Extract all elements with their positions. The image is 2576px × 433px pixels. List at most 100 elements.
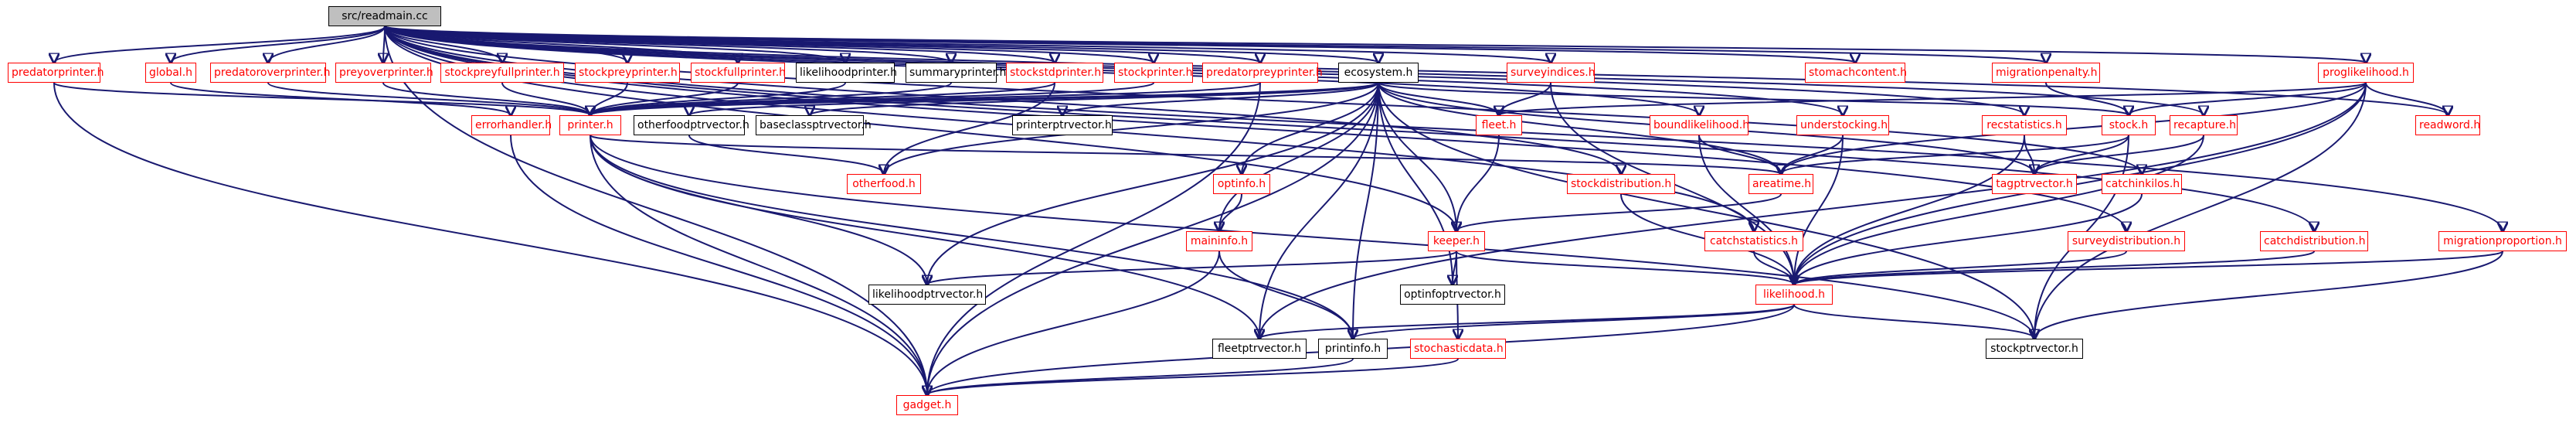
- node-stockpreyfullprinter[interactable]: stockpreyfullprinter.h: [440, 63, 564, 83]
- edge-ecosystem-printinfo: [1353, 82, 1379, 339]
- edge-migrationproportion-stockptrvector: [2034, 251, 2503, 339]
- node-global[interactable]: global.h: [145, 63, 196, 83]
- node-recapture[interactable]: recapture.h: [2170, 115, 2238, 135]
- node-stock[interactable]: stock.h: [2102, 115, 2156, 135]
- edge-proglikelihood-fleet: [1499, 82, 2367, 115]
- edge-surveyindices-fleet: [1499, 82, 1551, 115]
- edge-summaryprinter-printer: [590, 82, 952, 115]
- edge-readmain-proglikelihood: [384, 26, 2366, 63]
- edge-readmain-predatorprinter: [54, 26, 386, 63]
- edge-maininfo-printinfo: [1218, 251, 1353, 339]
- edge-readmain-global: [171, 26, 386, 63]
- edge-ecosystem-likelihoodptrvector: [927, 82, 1379, 285]
- node-optinfo[interactable]: optinfo.h: [1213, 174, 1270, 194]
- edge-readmain-stockdistribution: [384, 26, 1621, 174]
- node-stockstdprinter[interactable]: stockstdprinter.h: [1006, 63, 1103, 83]
- node-stockfullprinter[interactable]: stockfullprinter.h: [691, 63, 786, 83]
- edge-readmain-stockpreyfullprinter: [384, 26, 502, 63]
- node-stomachcontent[interactable]: stomachcontent.h: [1805, 63, 1907, 83]
- edge-ecosystem-fleet: [1378, 82, 1499, 115]
- node-readmain[interactable]: src/readmain.cc: [328, 6, 441, 26]
- edge-proglikelihood-likelihood: [1794, 82, 2367, 285]
- node-tagptrvector[interactable]: tagptrvector.h: [1992, 174, 2077, 194]
- node-printinfo[interactable]: printinfo.h: [1318, 339, 1388, 359]
- edge-ecosystem-optinfo: [1242, 82, 1379, 174]
- edge-readmain-stockpreyprinter: [384, 26, 627, 63]
- edge-likelihood-stockptrvector: [1793, 304, 2034, 339]
- edge-ecosystem-maininfo: [1219, 82, 1379, 231]
- node-errorhandler[interactable]: errorhandler.h: [471, 115, 552, 135]
- edge-stockfullprinter-printer: [590, 82, 739, 115]
- edge-readmain-ecosystem: [384, 26, 1378, 63]
- node-understocking[interactable]: understocking.h: [1796, 115, 1889, 135]
- edge-predatoroverprinter-printer: [267, 82, 590, 115]
- node-stockdistribution[interactable]: stockdistribution.h: [1567, 174, 1675, 194]
- edge-readmain-likelihoodprinter: [384, 26, 845, 63]
- edge-recstatistics-tagptrvector: [2024, 135, 2034, 174]
- node-boundlikelihood[interactable]: boundlikelihood.h: [1650, 115, 1749, 135]
- edge-readmain-stockfullprinter: [384, 26, 738, 63]
- edge-recapture-likelihood: [1794, 135, 2204, 285]
- node-maininfo[interactable]: maininfo.h: [1186, 231, 1252, 251]
- edge-likelihood-fleetptrvector: [1259, 304, 1795, 339]
- node-fleet[interactable]: fleet.h: [1476, 115, 1522, 135]
- node-preyoverprinter[interactable]: preyoverprinter.h: [335, 63, 433, 83]
- edge-ecosystem-stock: [1378, 82, 2129, 115]
- node-printer[interactable]: printer.h: [559, 115, 621, 135]
- node-catchdistribution[interactable]: catchdistribution.h: [2260, 231, 2368, 251]
- edge-otherfoodptrvector-otherfood: [688, 135, 884, 174]
- edge-stockstdprinter-printer: [590, 82, 1055, 115]
- node-areatime[interactable]: areatime.h: [1748, 174, 1813, 194]
- node-recstatistics[interactable]: recstatistics.h: [1982, 115, 2067, 135]
- node-stockpreyprinter[interactable]: stockpreyprinter.h: [575, 63, 680, 83]
- edge-ecosystem-optinfoptrvector: [1378, 82, 1453, 285]
- edge-likelihood-printinfo: [1353, 304, 1795, 339]
- edge-ecosystem-otherfood: [884, 82, 1379, 174]
- node-baseclassptrvector[interactable]: baseclassptrvector.h: [756, 115, 872, 135]
- node-catchinkilos[interactable]: catchinkilos.h: [2102, 174, 2182, 194]
- edge-global-errorhandler: [170, 82, 511, 115]
- edge-optinfo-maininfo: [1219, 193, 1242, 231]
- node-likelihoodprinter[interactable]: likelihoodprinter.h: [796, 63, 897, 83]
- node-surveydistribution[interactable]: surveydistribution.h: [2068, 231, 2185, 251]
- edge-fleet-keeper: [1456, 135, 1500, 231]
- node-fleetptrvector[interactable]: fleetptrvector.h: [1212, 339, 1307, 359]
- node-stochasticdata[interactable]: stochasticdata.h: [1410, 339, 1506, 359]
- node-otherfood[interactable]: otherfood.h: [847, 174, 921, 194]
- edge-printer-likelihoodptrvector: [590, 135, 927, 285]
- edge-ecosystem-otherfoodptrvector: [689, 82, 1379, 115]
- edge-printinfo-gadget: [927, 358, 1354, 395]
- edge-recstatistics-likelihood: [1794, 135, 2025, 285]
- edge-boundlikelihood-areatime: [1698, 135, 1781, 174]
- node-migrationpenalty[interactable]: migrationpenalty.h: [1992, 63, 2100, 83]
- edge-readmain-migrationpenalty: [384, 26, 2046, 63]
- node-catchstatistics[interactable]: catchstatistics.h: [1704, 231, 1803, 251]
- edge-catchdistribution-likelihood: [1794, 251, 2315, 285]
- node-predatorprinter[interactable]: predatorprinter.h: [8, 63, 104, 83]
- node-stockprinter[interactable]: stockprinter.h: [1114, 63, 1193, 83]
- edge-recapture-tagptrvector: [2034, 135, 2204, 174]
- edge-ecosystem-keeper: [1378, 82, 1456, 231]
- node-predatoroverprinter[interactable]: predatoroverprinter.h: [210, 63, 330, 83]
- edge-stockpreyfullprinter-printer: [501, 82, 590, 115]
- edge-predatorprinter-printer: [53, 82, 590, 115]
- node-optinfoptrvector[interactable]: optinfoptrvector.h: [1400, 285, 1505, 305]
- node-ecosystem[interactable]: ecosystem.h: [1338, 63, 1419, 83]
- node-otherfoodptrvector[interactable]: otherfoodptrvector.h: [634, 115, 749, 135]
- edge-readmain-preyoverprinter: [383, 26, 385, 63]
- node-keeper[interactable]: keeper.h: [1428, 231, 1485, 251]
- node-gadget[interactable]: gadget.h: [896, 395, 958, 415]
- node-proglikelihood[interactable]: proglikelihood.h: [2318, 63, 2414, 83]
- node-summaryprinter[interactable]: summaryprinter.h: [906, 63, 1006, 83]
- node-stockptrvector[interactable]: stockptrvector.h: [1986, 339, 2083, 359]
- node-predatorpreyprinter[interactable]: predatorpreyprinter.h: [1202, 63, 1323, 83]
- node-likelihood[interactable]: likelihood.h: [1755, 285, 1833, 305]
- edge-stockpreyprinter-printer: [590, 82, 628, 115]
- node-readword[interactable]: readword.h: [2415, 115, 2480, 135]
- node-likelihoodptrvector[interactable]: likelihoodptrvector.h: [868, 285, 986, 305]
- node-surveyindices[interactable]: surveyindices.h: [1507, 63, 1596, 83]
- node-printerptrvector[interactable]: printerptrvector.h: [1012, 115, 1113, 135]
- node-migrationproportion[interactable]: migrationproportion.h: [2438, 231, 2567, 251]
- edge-stochasticdata-gadget: [927, 358, 1459, 395]
- edge-readmain-catchinkilos: [384, 26, 2142, 174]
